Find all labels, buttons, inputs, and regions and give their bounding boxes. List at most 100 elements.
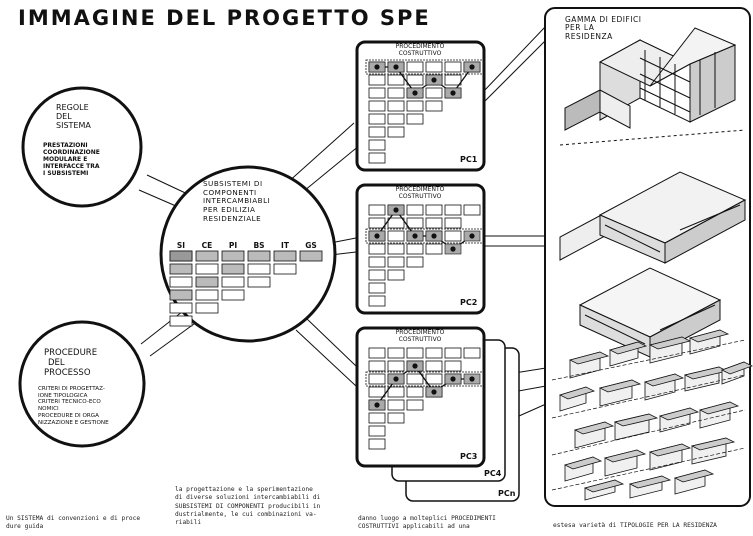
pc3-cell	[444, 360, 462, 372]
pc2-cell	[387, 269, 405, 281]
pc1-cell	[368, 152, 386, 164]
pc3-cell	[387, 347, 405, 359]
gamma-heading-line: GAMMA DI EDIFICI	[565, 15, 642, 24]
town-roof	[688, 329, 730, 343]
pc2-cell	[406, 217, 424, 229]
pc1-cell	[406, 61, 424, 73]
pc2-band	[365, 228, 484, 244]
pc2-node	[393, 207, 399, 213]
town-roof	[598, 379, 642, 393]
pc3-cell	[387, 412, 405, 424]
pc3-title-line: COSTRUTTIVO	[398, 335, 442, 343]
pc3-node	[450, 376, 456, 382]
pc1-cell	[387, 74, 405, 86]
matrix-cell	[247, 250, 271, 262]
matrix-cell	[299, 250, 323, 262]
page-title: IMMAGINE DEL PROGETTO SPE	[18, 6, 431, 30]
pc2-cell	[463, 204, 481, 216]
pc1-cell	[368, 100, 386, 112]
pc2-node	[450, 246, 456, 252]
pcn-label: PCn	[498, 489, 516, 498]
regole-heading-line: DEL	[56, 112, 72, 122]
town-roof	[603, 449, 647, 463]
regole-body-line: INTERFACCE TRA	[43, 162, 100, 170]
building-illustration-2	[559, 171, 747, 358]
procedure-body-line: CRITERI DI PROGETTAZ-	[38, 386, 105, 392]
regole-body-line: I SUBSISTEMI	[43, 169, 89, 177]
pc3-band	[365, 371, 484, 387]
connector-pc1-gamma	[482, 25, 547, 104]
procedure-heading: PROCEDURE DEL PROCESSO	[44, 348, 98, 378]
pc3-cell	[387, 360, 405, 372]
pc3-cell	[406, 373, 424, 385]
subsistemi-heading-line: PER EDILIZIA	[203, 204, 256, 214]
town-roof	[643, 373, 685, 387]
pc2-cell	[406, 204, 424, 216]
pc1-node	[431, 77, 437, 83]
pc2-cell	[406, 243, 424, 255]
pc3-cell	[387, 386, 405, 398]
pc2-cell	[387, 217, 405, 229]
pc2-cell	[368, 282, 386, 294]
regole-body: PRESTAZIONI COORDINAZIONE MODULARE E INT…	[43, 142, 100, 177]
subsistemi-heading-line: SUBSISTEMI DI	[203, 179, 263, 188]
subsistemi-matrix	[169, 250, 323, 327]
matrix-cell	[169, 263, 193, 275]
pc2-node	[469, 233, 475, 239]
pc1-cell	[406, 74, 424, 86]
pc3-cell	[368, 360, 386, 372]
pc1-cell	[444, 74, 462, 86]
matrix-cell	[195, 302, 219, 314]
regole-body-line: COORDINAZIONE	[43, 148, 100, 156]
regole-heading-line: SISTEMA	[56, 121, 91, 131]
pc3-cell	[387, 399, 405, 411]
matrix-cell	[247, 276, 271, 288]
column-header-ce: CE	[201, 241, 213, 250]
pc1-title-line: PROCEDIMENTO	[395, 43, 445, 50]
building-illustration-1	[559, 27, 746, 146]
pc2-cell	[368, 256, 386, 268]
pc2-cell	[425, 243, 443, 255]
regole-circle	[21, 86, 143, 208]
matrix-cell	[169, 302, 193, 314]
pc2-cell	[368, 217, 386, 229]
matrix-cell	[221, 289, 245, 301]
matrix-cell	[221, 276, 245, 288]
pc3-cell	[368, 347, 386, 359]
pc3-node	[412, 363, 418, 369]
connector-pc2-gamma	[484, 235, 546, 247]
pc3-node	[469, 376, 475, 382]
pc3-cell	[406, 386, 424, 398]
pc1-cell	[425, 100, 443, 112]
procedimento-grids	[365, 59, 484, 450]
pc2-cell	[368, 295, 386, 307]
pc2-cell	[444, 230, 462, 242]
pc1-cell	[406, 100, 424, 112]
pc2-label: PC2	[460, 298, 478, 307]
matrix-cell	[169, 250, 193, 262]
procedure-heading-line: PROCEDURE	[44, 348, 98, 358]
procedure-circle	[18, 320, 146, 448]
pc2-cell	[368, 204, 386, 216]
pc2-node	[431, 233, 437, 239]
pc2-cell	[406, 256, 424, 268]
pc1-cell	[425, 61, 443, 73]
pc1-cell	[368, 139, 386, 151]
matrix-cell	[169, 276, 193, 288]
caption-left: Un SISTEMA di convenzioni e di proce dur…	[6, 515, 141, 531]
caption-middle: la progettazione e la sperimentazione di…	[175, 486, 321, 527]
column-header-gs: GS	[305, 241, 317, 250]
regole-body-line: MODULARE E	[43, 155, 88, 163]
pc2-cell	[387, 256, 405, 268]
matrix-cell	[247, 263, 271, 275]
pc2-node	[412, 233, 418, 239]
pc3-cell	[368, 425, 386, 437]
town-roof	[690, 437, 736, 451]
pc2-title-line: PROCEDIMENTO	[395, 186, 445, 193]
procedure-body: CRITERI DI PROGETTAZ- IONE TIPOLOGICA CR…	[38, 386, 109, 426]
procedure-body-line: IONE TIPOLOGICA	[38, 392, 88, 399]
pc3-cell	[406, 399, 424, 411]
town-road	[551, 409, 746, 456]
matrix-cell	[195, 289, 219, 301]
town-roof	[583, 479, 625, 493]
